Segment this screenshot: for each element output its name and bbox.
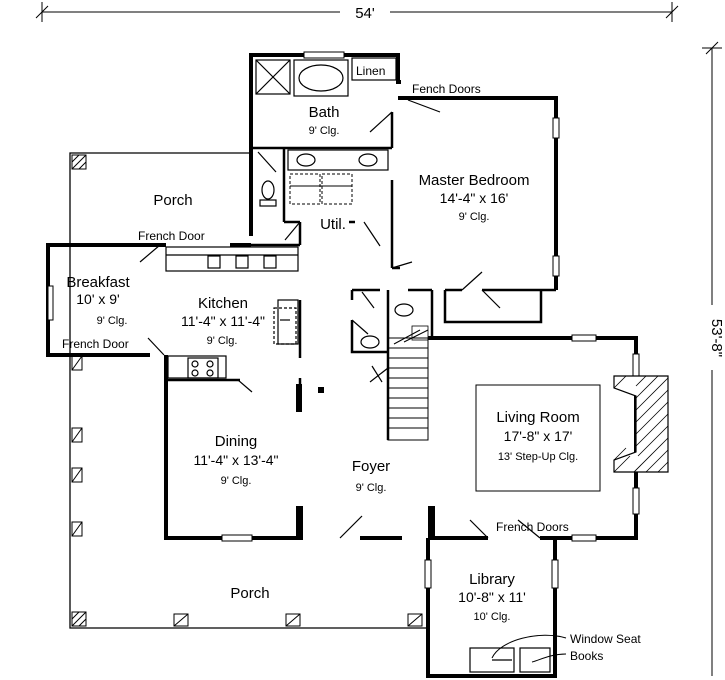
- bath-name: Bath: [309, 104, 340, 121]
- window: [303, 51, 345, 59]
- window: [552, 117, 560, 139]
- library-ceiling: 10' Clg.: [474, 611, 511, 623]
- util-name: Util.: [320, 216, 346, 233]
- foyer-ceiling: 9' Clg.: [356, 482, 387, 494]
- toilet: [259, 180, 277, 207]
- fireplace: [613, 375, 669, 473]
- linen-closet: [351, 57, 397, 81]
- window: [221, 534, 253, 542]
- porch-column: [71, 611, 87, 627]
- kitchen-name: Kitchen: [198, 295, 248, 312]
- step-up-ceiling-outline: [475, 384, 601, 492]
- window: [632, 487, 640, 515]
- porch-column: [407, 613, 423, 627]
- porch-outline: [69, 152, 428, 629]
- kitchen-ceiling: 9' Clg.: [207, 335, 238, 347]
- vanity: [287, 149, 389, 171]
- cooktop: [187, 357, 219, 379]
- powder-toilets: [360, 303, 429, 349]
- master-size: 14'-4" x 16': [440, 190, 509, 206]
- window-seat-label: Window Seat: [570, 632, 641, 646]
- porch-column: [285, 613, 301, 627]
- french-doors-library-label: French Doors: [496, 520, 569, 534]
- interior-walls: [164, 112, 556, 440]
- breakfast-name: Breakfast: [66, 274, 130, 291]
- window: [571, 334, 597, 342]
- fench-doors-label: Fench Doors: [412, 82, 481, 96]
- library-name: Library: [469, 571, 515, 588]
- breakfast-size: 10' x 9': [76, 291, 119, 307]
- porch-front-name: Porch: [230, 585, 269, 602]
- windows: [47, 51, 640, 589]
- callout-arrows: [491, 634, 567, 663]
- washer-dryer: [289, 173, 353, 205]
- dining-size: 11'-4" x 13'-4": [193, 452, 278, 468]
- porch-column: [71, 521, 83, 537]
- porch-column: [71, 427, 83, 443]
- window: [551, 559, 559, 589]
- width-dimension: [35, 2, 679, 22]
- window: [47, 285, 54, 321]
- foyer-name: Foyer: [352, 458, 390, 475]
- callout-labels: Fench Doors French Door French Door Fren…: [62, 82, 641, 663]
- french-door-util-label: French Door: [138, 229, 205, 243]
- window: [424, 559, 432, 589]
- master-name: Master Bedroom: [419, 172, 530, 189]
- library-size: 10'-8" x 11': [458, 589, 526, 605]
- living-name: Living Room: [496, 409, 579, 426]
- master-ceiling: 9' Clg.: [459, 211, 490, 223]
- french-door-breakfast-label: French Door: [62, 337, 129, 351]
- depth-label: 53'-8": [708, 319, 725, 357]
- bathtub: [293, 59, 349, 97]
- porch-columns: [71, 154, 423, 627]
- porch-rear-name: Porch: [153, 192, 192, 209]
- window-seat: [469, 647, 551, 673]
- porch-column: [71, 355, 83, 371]
- window: [571, 534, 597, 542]
- dining-ceiling: 9' Clg.: [221, 475, 252, 487]
- bath-ceiling: 9' Clg.: [309, 125, 340, 137]
- dining-name: Dining: [215, 433, 258, 450]
- room-labels: Bath 9' Clg. Master Bedroom 14'-4" x 16'…: [66, 104, 579, 623]
- books-label: Books: [570, 649, 603, 663]
- wall-stubs: [296, 384, 435, 540]
- staircase: [387, 329, 429, 441]
- porch-column: [173, 613, 189, 627]
- door-swings: [139, 99, 541, 539]
- shower: [255, 59, 291, 95]
- width-label: 54': [355, 5, 375, 22]
- depth-dimension: [702, 41, 722, 676]
- porch-column: [71, 467, 83, 483]
- linen-label: Linen: [356, 64, 385, 78]
- porch-column: [71, 154, 87, 170]
- kitchen-counters: [165, 246, 299, 379]
- breakfast-ceiling: 9' Clg.: [97, 315, 128, 327]
- living-size: 17'-8" x 17': [504, 428, 573, 444]
- window: [552, 255, 560, 277]
- living-ceiling: 13' Step-Up Clg.: [498, 451, 578, 463]
- kitchen-size: 11'-4" x 11'-4": [181, 313, 265, 329]
